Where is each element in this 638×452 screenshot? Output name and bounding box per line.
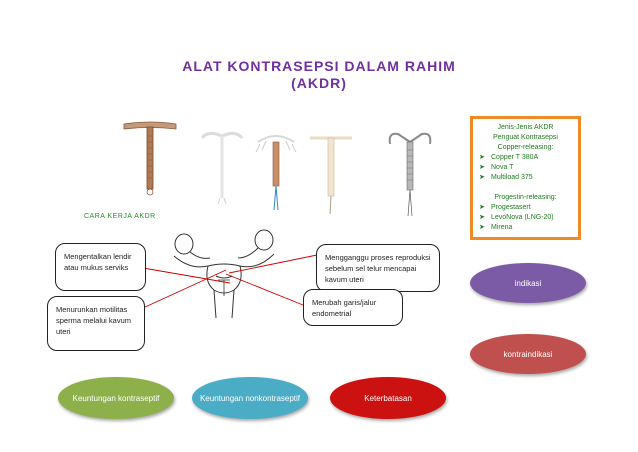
list-item: ➤LevoNova (LNG-20) — [479, 214, 554, 221]
arrow-bullet-icon: ➤ — [479, 214, 485, 221]
keterbatasan-button[interactable]: Keterbatasan — [330, 377, 446, 419]
callout-mengganggu: Mengganggu proses reproduksi sebelum sel… — [316, 244, 440, 292]
list-item: ➤Copper T 380A — [479, 154, 539, 161]
progestin-heading: Progestin-releasing: — [494, 194, 557, 201]
callout-menurunkan: Menurunkan motilitas sperma melalui kavu… — [47, 296, 145, 351]
copper-heading: Copper-releasing: — [497, 144, 554, 151]
arrow-bullet-icon: ➤ — [479, 224, 485, 231]
gray-iud-image — [388, 132, 432, 217]
list-item: ➤Nova T — [479, 164, 514, 171]
jenis-heading: Jenis-Jenis AKDR — [497, 124, 554, 131]
page-title: ALAT KONTRASEPSI DALAM RAHIM — [182, 58, 456, 74]
list-item: ➤Multiload 375 — [479, 174, 533, 181]
arrow-bullet-icon: ➤ — [479, 174, 485, 181]
uterus-diagram — [173, 229, 275, 319]
white-iud-image — [200, 131, 244, 205]
callout-merubah: Merubah garis/jalur endometrial — [303, 289, 403, 326]
kontraindikasi-button[interactable]: kontraindikasi — [470, 334, 586, 374]
arrow-bullet-icon: ➤ — [479, 164, 485, 171]
jenis-akdr-box: Jenis-Jenis AKDR Penguat Kontrasepsi Cop… — [470, 116, 581, 240]
indikasi-button[interactable]: indikasi — [470, 263, 586, 303]
multiload-iud-image — [255, 135, 297, 211]
list-item: ➤Progestasert — [479, 204, 531, 211]
arrow-bullet-icon: ➤ — [479, 154, 485, 161]
penguat-heading: Penguat Kontrasepsi — [493, 134, 558, 141]
keuntungan-nonkontraseptif-button[interactable]: Keuntungan nonkontraseptif — [192, 377, 308, 419]
arrow-bullet-icon: ➤ — [479, 204, 485, 211]
list-item: ➤Mirena — [479, 224, 513, 231]
copper-t-iud-image — [123, 121, 177, 196]
page-subtitle: (AKDR) — [291, 75, 347, 91]
callout-mengentalkan: Mengentalkan lendir atau mukus serviks — [55, 243, 146, 291]
keuntungan-kontraseptif-button[interactable]: Keuntungan kontraseptif — [58, 377, 174, 419]
progestin-t-iud-image — [310, 136, 352, 215]
cara-kerja-label: CARA KERJA AKDR — [84, 213, 156, 220]
